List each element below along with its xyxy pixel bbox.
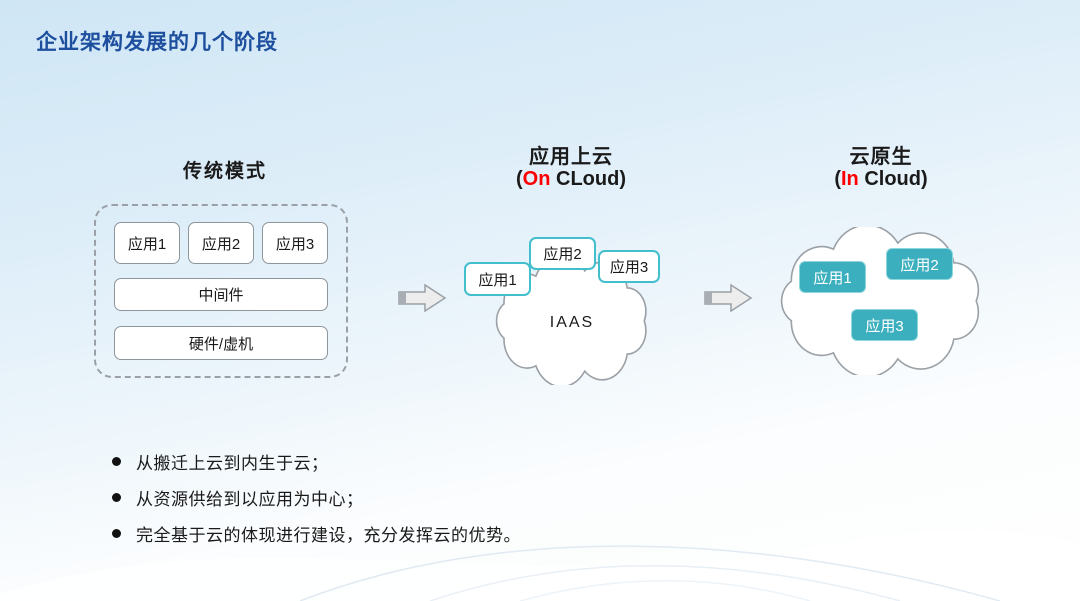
- stage-incloud-subtitle: (In Cloud): [798, 168, 964, 191]
- bullet-item: 完全基于云的体现进行建设，充分发挥云的优势。: [112, 520, 521, 546]
- native-app-box-2: 应用2: [886, 248, 953, 280]
- subtitle-rest: Cloud): [858, 168, 928, 190]
- bullet-text: 从资源供给到以应用为中心；: [136, 489, 364, 509]
- traditional-apps-row: 应用1 应用2 应用3: [114, 222, 328, 264]
- page-title: 企业架构发展的几个阶段: [36, 31, 278, 54]
- bullet-text: 从搬迁上云到内生于云；: [136, 453, 329, 473]
- native-app-box-3: 应用3: [851, 309, 918, 341]
- bullet-item: 从搬迁上云到内生于云；: [112, 448, 329, 474]
- stage-incloud-title: 云原生: [849, 146, 913, 168]
- subtitle-open: (: [834, 168, 841, 190]
- subtitle-open: (: [516, 168, 523, 190]
- stage-oncloud-subtitle: (On CLoud): [488, 168, 654, 191]
- hardware-box: 硬件/虚机: [114, 326, 328, 360]
- app-box-1: 应用1: [114, 222, 180, 264]
- cloud-app-box-1: 应用1: [464, 262, 531, 296]
- cloud-app-box-2: 应用2: [529, 237, 596, 270]
- app-box-2: 应用2: [188, 222, 254, 264]
- bullet-icon: [112, 492, 121, 502]
- native-cloud-shape: [769, 227, 993, 375]
- bullet-icon: [112, 528, 121, 538]
- subtitle-highlight: On: [522, 168, 551, 190]
- bullet-item: 从资源供给到以应用为中心；: [112, 484, 364, 510]
- cloud-app-box-3: 应用3: [598, 250, 660, 283]
- iaas-label: IAAS: [549, 314, 595, 331]
- arrow-right-icon: [398, 283, 447, 313]
- stage-traditional-label: 传统模式: [182, 161, 267, 182]
- app-box-3: 应用3: [262, 222, 328, 264]
- subtitle-rest: CLoud): [550, 168, 626, 190]
- arrow-right-icon: [704, 283, 753, 313]
- subtitle-highlight: In: [841, 168, 859, 190]
- native-app-box-1: 应用1: [799, 261, 866, 293]
- bullet-text: 完全基于云的体现进行建设，充分发挥云的优势。: [136, 525, 521, 545]
- stage-oncloud-title: 应用上云: [529, 146, 613, 168]
- middleware-box: 中间件: [114, 278, 328, 311]
- bullet-icon: [112, 456, 121, 466]
- traditional-stack: 应用1 应用2 应用3 中间件 硬件/虚机: [94, 204, 348, 378]
